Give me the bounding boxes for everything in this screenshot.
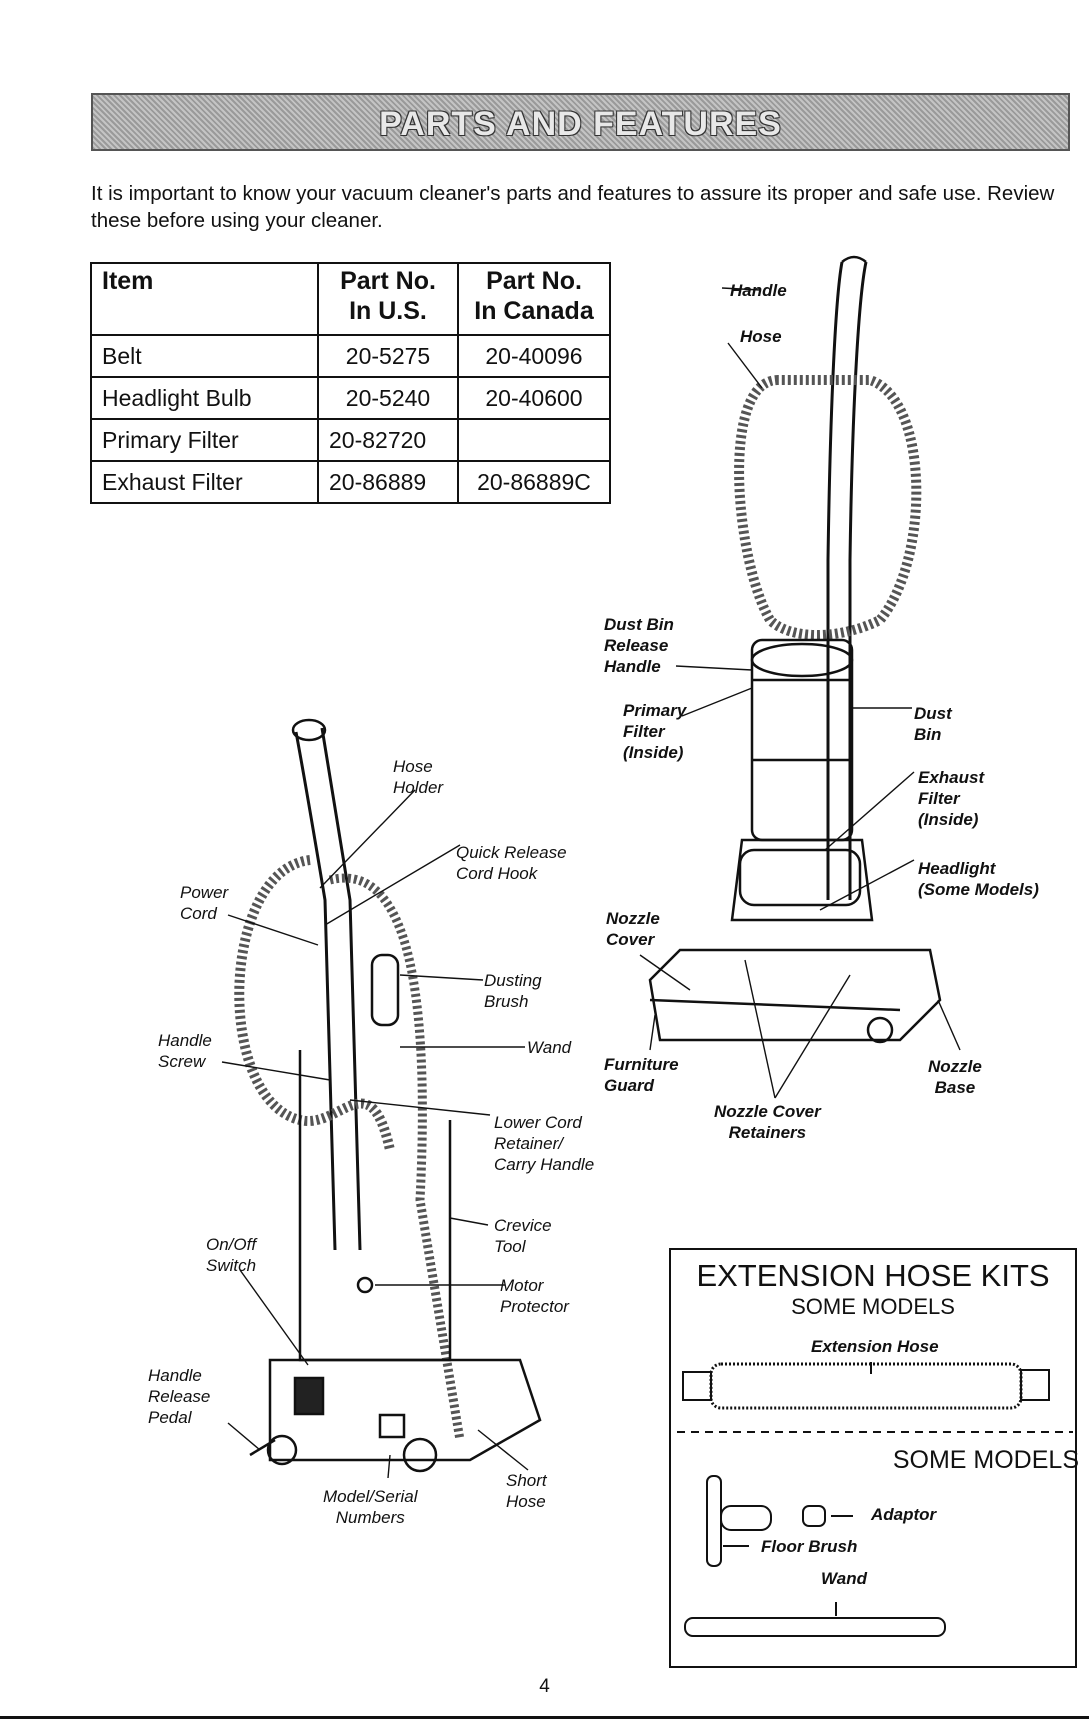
right-vacuum-drawing [648, 255, 942, 1044]
label-nozzle-cover: Nozzle Cover [606, 909, 660, 949]
cell-item: Exhaust Filter [90, 460, 319, 504]
label-wand: Wand [527, 1038, 572, 1057]
label-power-cord: Power Cord [180, 883, 229, 923]
label-handle-screw: Handle Screw [158, 1031, 212, 1071]
bottom-rule [0, 1716, 1089, 1719]
cell-part-canada: 20-40600 [457, 376, 611, 420]
label-hose-holder: Hose Holder [393, 757, 444, 797]
table-row: Headlight Bulb 20-5240 20-40600 [90, 376, 611, 420]
label-handle: Handle [730, 281, 787, 300]
label-adaptor: Adaptor [871, 1505, 937, 1524]
label-primary-filter: Primary Filter (Inside) [623, 701, 687, 762]
label-hose: Hose [740, 327, 782, 346]
label-dust-bin-release-handle: Dust Bin Release Handle [604, 615, 674, 676]
cell-part-canada [457, 418, 611, 462]
label-exhaust-filter: Exhaust Filter (Inside) [918, 768, 985, 829]
kit-title: EXTENSION HOSE KITS [696, 1258, 1050, 1293]
cell-item: Belt [90, 334, 319, 378]
table-row: Primary Filter 20-82720 [90, 418, 611, 462]
label-nozzle-cover-retainers: Nozzle Cover Retainers [714, 1102, 821, 1142]
cell-item: Headlight Bulb [90, 376, 319, 420]
table-row: Exhaust Filter 20-86889 20-86889C [90, 460, 611, 504]
left-vacuum-drawing [234, 718, 542, 1473]
cell-part-us: 20-5240 [317, 376, 459, 420]
label-quick-release-cord-hook: Quick Release Cord Hook [456, 843, 567, 883]
label-on-off-switch: On/Off Switch [206, 1235, 257, 1275]
label-nozzle-base: Nozzle Base [928, 1057, 982, 1097]
label-extension-hose: Extension Hose [811, 1337, 939, 1356]
header-part-canada: Part No. In Canada [457, 262, 611, 336]
label-short-hose: Short Hose [506, 1471, 547, 1511]
label-furniture-guard: Furniture Guard [604, 1055, 679, 1095]
kit-subtitle-2: SOME MODELS [892, 1446, 1079, 1474]
section-title: PARTS AND FEATURES [379, 105, 782, 143]
cell-part-us: 20-86889 [317, 460, 459, 504]
cell-part-us: 20-82720 [317, 418, 459, 462]
table-row: Belt 20-5275 20-40096 [90, 334, 611, 378]
table-header-row: Item Part No. In U.S. Part No. In Canada [90, 262, 611, 336]
label-headlight: Headlight (Some Models) [918, 859, 1039, 899]
section-banner: PARTS AND FEATURES [91, 93, 1070, 151]
intro-paragraph: It is important to know your vacuum clea… [91, 182, 1055, 232]
parts-table: Item Part No. In U.S. Part No. In Canada… [90, 262, 611, 504]
cell-item: Primary Filter [90, 418, 319, 462]
extension-hose-kit-box: EXTENSION HOSE KITS SOME MODELS Extensio… [669, 1248, 1077, 1668]
kit-subtitle: SOME MODELS [791, 1294, 955, 1319]
cell-part-canada: 20-40096 [457, 334, 611, 378]
label-dusting-brush: Dusting Brush [484, 971, 542, 1011]
cell-part-us: 20-5275 [317, 334, 459, 378]
label-dust-bin: Dust Bin [914, 704, 952, 744]
kit-drawing [677, 1362, 1073, 1637]
label-handle-release-pedal: Handle Release Pedal [148, 1366, 211, 1427]
label-lower-cord-retainer: Lower Cord Retainer/ Carry Handle [494, 1113, 595, 1174]
header-part-us: Part No. In U.S. [317, 262, 459, 336]
cell-part-canada: 20-86889C [457, 460, 611, 504]
leader-lines [221, 287, 961, 1479]
label-floor-brush: Floor Brush [761, 1537, 858, 1556]
label-motor-protector: Motor Protector [500, 1276, 569, 1316]
page-number: 4 [539, 1676, 550, 1697]
header-item: Item [90, 262, 319, 336]
label-kit-wand: Wand [821, 1569, 867, 1588]
label-model-serial-numbers: Model/Serial Numbers [323, 1487, 418, 1527]
label-crevice-tool: Crevice Tool [494, 1216, 552, 1256]
